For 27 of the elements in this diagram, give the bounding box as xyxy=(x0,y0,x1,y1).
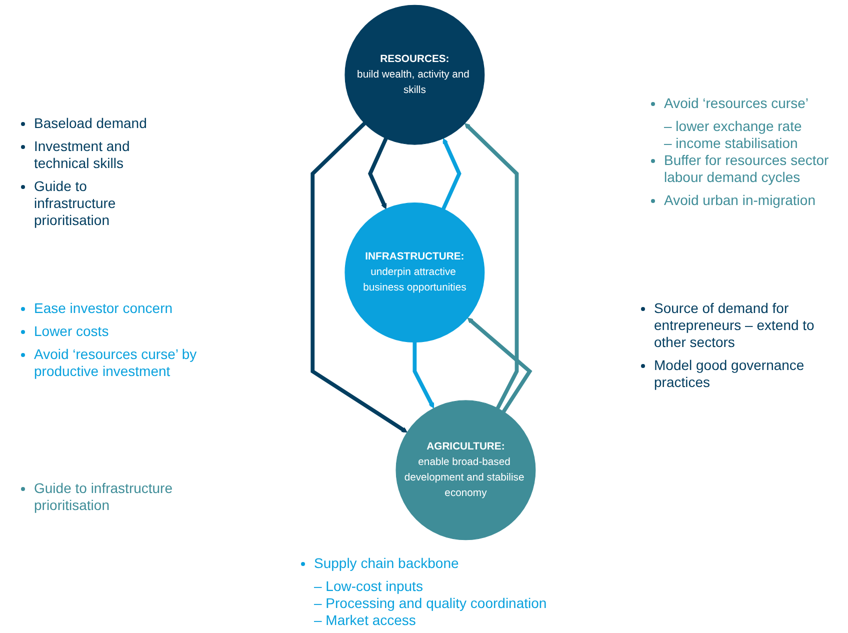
bullet-point: Guide to infrastructure prioritisation xyxy=(34,480,174,514)
sub-point: – Market access xyxy=(313,612,417,629)
arrow xyxy=(464,123,519,410)
bullet-point: Avoid ‘resources curse’ xyxy=(664,95,810,112)
bullet-point: Ease investor concern xyxy=(34,300,174,317)
arrow xyxy=(368,138,388,210)
bullet-point: Avoid urban in-migration xyxy=(664,192,816,209)
arrow xyxy=(467,318,532,413)
bullet-point: Baseload demand xyxy=(34,115,148,132)
bullet-point: Guide to infrastructure prioritisation xyxy=(34,178,117,229)
sub-point: – income stabilisation xyxy=(663,135,799,152)
node-circle: INFRASTRUCTURE: underpin attractive business opportunities xyxy=(344,202,485,342)
node-circle: AGRICULTURE: enable broad-based development and stabilise economy xyxy=(396,400,536,540)
bullet-point: Source of demand for entrepreneurs – extend to other sectors xyxy=(654,300,816,351)
bullet-point: Buffer for resources sector labour demand cycles xyxy=(664,152,830,186)
sub-point: – lower exchange rate xyxy=(663,118,803,135)
sub-point: – Processing and quality coordination xyxy=(313,595,548,612)
bullet-point: Supply chain backbone xyxy=(314,555,460,572)
bullet-point: Investment and technical skills xyxy=(34,138,131,172)
node-circle: RESOURCES: build wealth, activity and skills xyxy=(344,4,485,145)
bullet-point: Lower costs xyxy=(34,323,110,340)
arrow xyxy=(310,122,408,433)
bullet-point: Model good governance practices xyxy=(654,357,806,391)
arrow xyxy=(412,342,434,408)
arrow xyxy=(442,138,462,210)
bullet-point: Avoid ‘resources curse’ by productive investment xyxy=(34,346,198,380)
sub-point: – Low-cost inputs xyxy=(313,578,424,595)
